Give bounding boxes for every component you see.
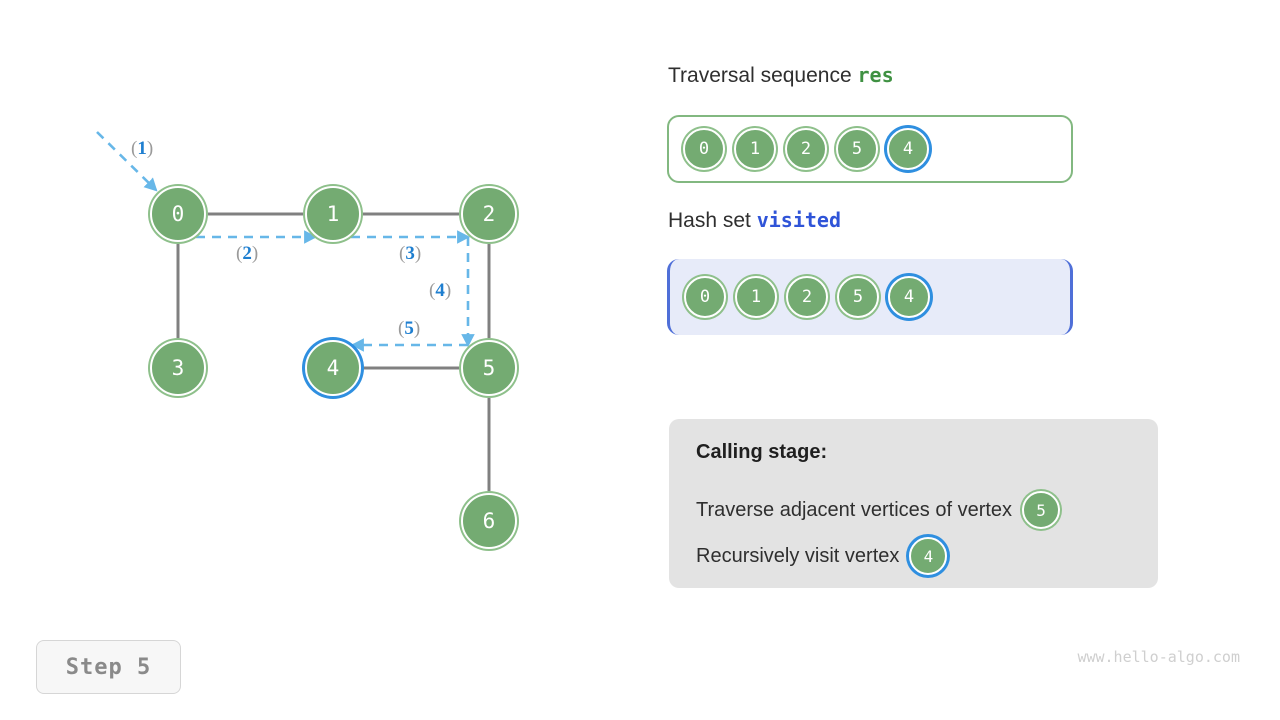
calling-stage-line-traverse: Traverse adjacent vertices of vertex 5: [696, 491, 1061, 529]
calling-stage-panel: Calling stage: Traverse adjacent vertice…: [669, 419, 1158, 588]
graph-vertex-5[interactable]: 5: [461, 340, 517, 396]
watermark: www.hello-algo.com: [1077, 648, 1240, 666]
graph-vertex-3[interactable]: 3: [150, 340, 206, 396]
traversal-step-label-5: (5): [398, 318, 421, 339]
visited-item-2: 2: [786, 276, 828, 318]
traversal-sequence-title-text: Traversal sequence: [668, 64, 858, 87]
traversal-step-label-3: (3): [399, 243, 422, 264]
calling-stage-line-recurse-text: Recursively visit vertex: [696, 544, 900, 567]
calling-stage-vertex-chip-5: 5: [1022, 491, 1061, 529]
visited-item-0: 0: [684, 276, 726, 318]
res-item-1: 1: [734, 128, 776, 170]
hash-set-title-text: Hash set: [668, 209, 757, 232]
res-item-4: 4: [887, 128, 929, 170]
traversal-step-label-1: (1): [131, 138, 154, 159]
res-item-3: 5: [836, 128, 878, 170]
graph-vertex-1[interactable]: 1: [305, 186, 361, 242]
graph-edges-and-arrows: [96, 131, 491, 491]
graph-vertex-6[interactable]: 6: [461, 493, 517, 549]
traversal-sequence-title: Traversal sequence res: [668, 63, 894, 88]
visited-item-3: 5: [837, 276, 879, 318]
traversal-arrow-layer: [96, 131, 475, 352]
res-item-2: 2: [785, 128, 827, 170]
edge-layer: [176, 212, 491, 491]
hash-set-title: Hash set visited: [668, 208, 841, 233]
calling-stage-line-traverse-text: Traverse adjacent vertices of vertex: [696, 498, 1013, 521]
traversal-step-label-4: (4): [429, 280, 452, 301]
calling-stage-heading: Calling stage:: [696, 441, 828, 463]
visited-item-1: 1: [735, 276, 777, 318]
traversal-arrow: [96, 131, 158, 192]
calling-stage-vertex-chip-4: 4: [909, 537, 948, 575]
traversal-step-label-2: (2): [236, 243, 259, 264]
graph-vertex-0[interactable]: 0: [150, 186, 206, 242]
step-badge: Step 5: [36, 640, 181, 694]
res-variable-name: res: [857, 63, 894, 87]
visited-item-4: 4: [888, 276, 930, 318]
graph-panel: 0 1 2 3 4 5 6 (1) (2) (3) (4) (5): [96, 131, 517, 549]
res-item-0: 0: [683, 128, 725, 170]
visited-variable-name: visited: [756, 208, 842, 232]
graph-vertex-2[interactable]: 2: [461, 186, 517, 242]
calling-stage-line-recurse: Recursively visit vertex 4: [696, 537, 948, 575]
graph-vertex-4[interactable]: 4: [305, 340, 361, 396]
